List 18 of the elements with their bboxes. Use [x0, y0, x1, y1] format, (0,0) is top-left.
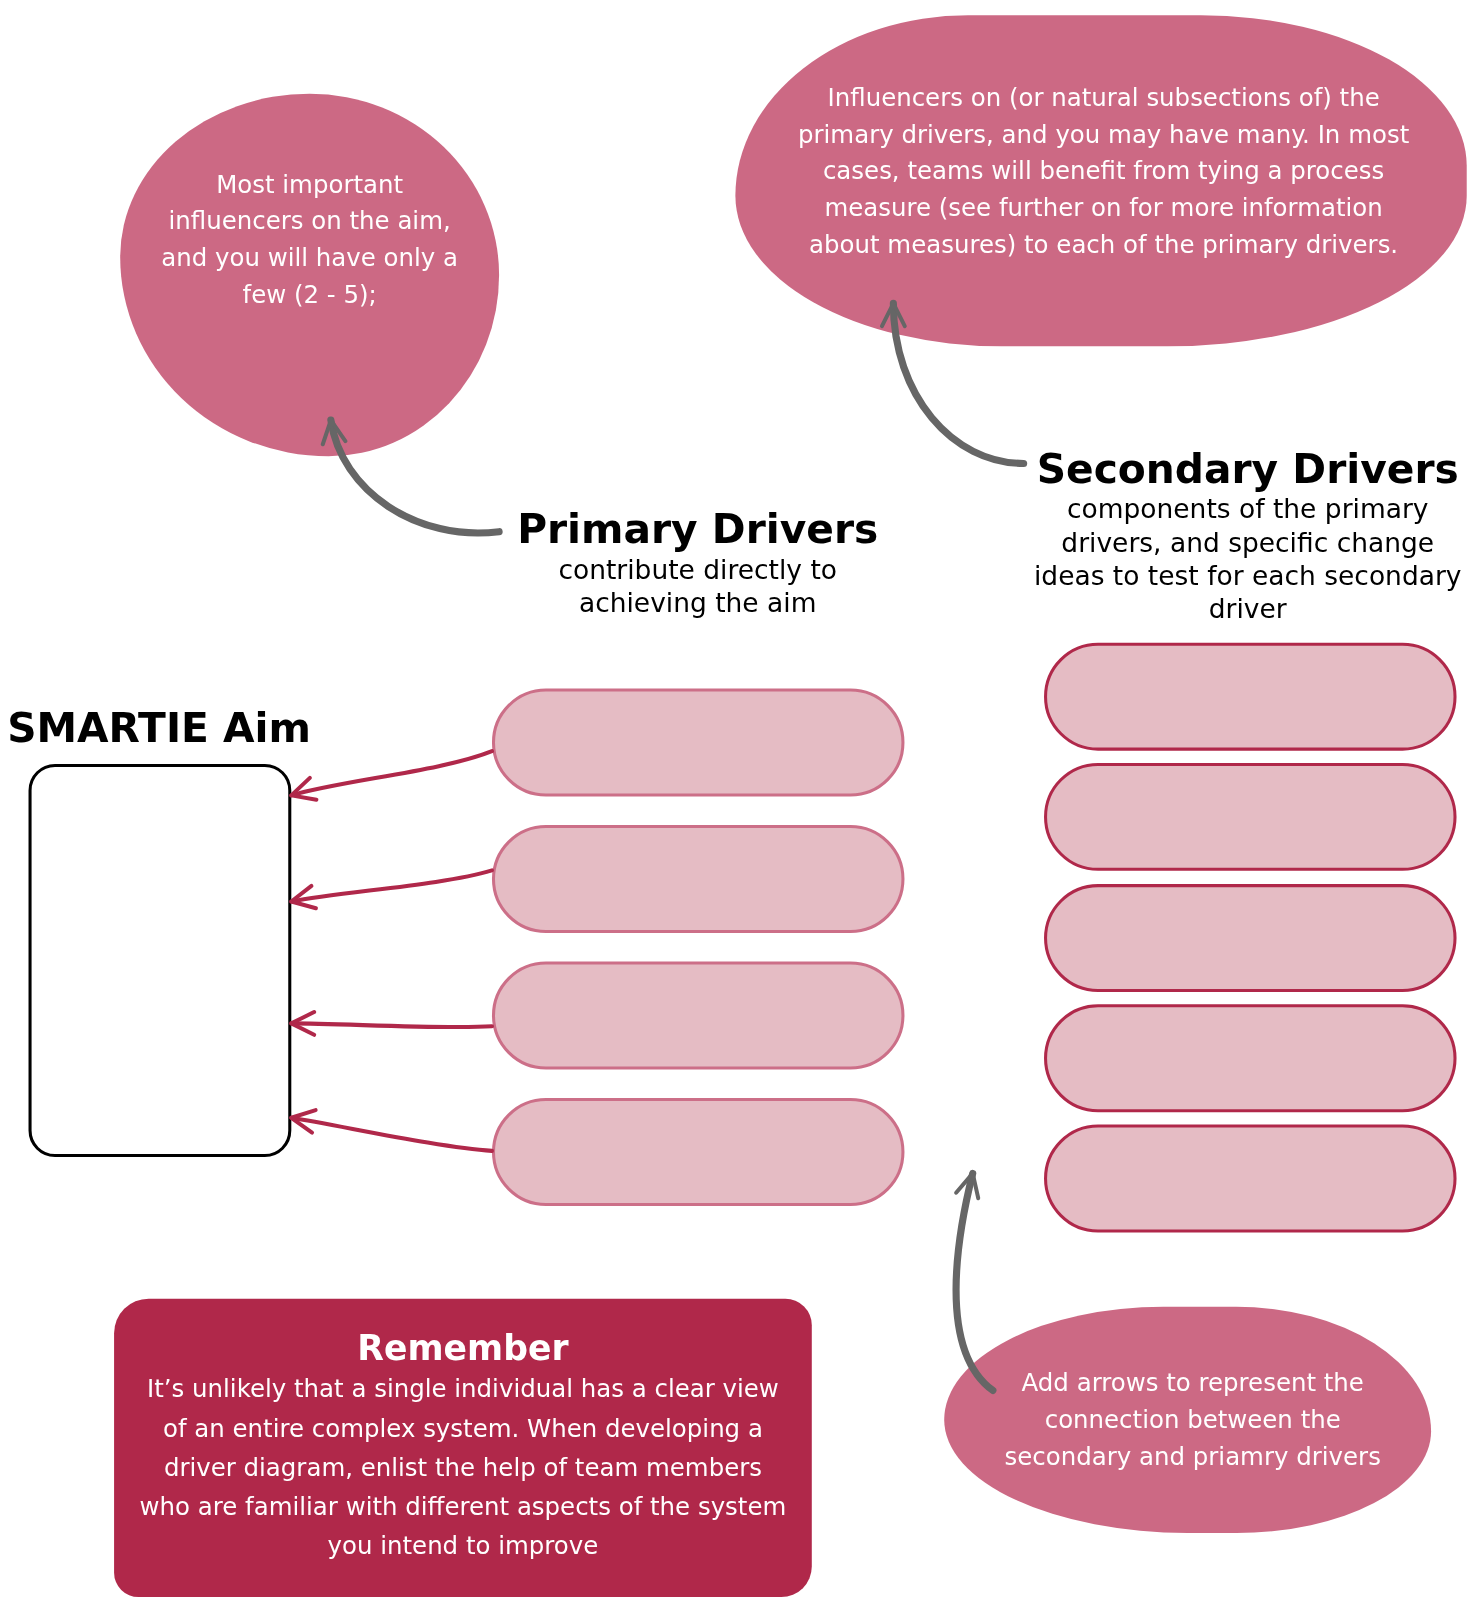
- note-text: It’s unlikely that a single individual has a clear view of an entire complex system. When developing a driver diagram, enlist the help of team members who are familiar with different aspects of the system you intend to improve: [138, 1374, 788, 1563]
- heading: Primary Drivers: [516, 504, 880, 554]
- description: contribute directly to achieving the aim: [557, 553, 838, 620]
- heading: Secondary Drivers: [1035, 444, 1460, 493]
- arrow: [322, 416, 503, 537]
- arrow: [952, 1169, 997, 1395]
- description: components of the primary drivers, and specific change ideas to test for each secondary driver: [1032, 493, 1463, 626]
- note-card: [114, 1298, 812, 1597]
- arrow: [289, 749, 494, 803]
- arrow: [289, 1108, 494, 1153]
- callout-text: Add arrows to represent the connection between the secondary and priamry drivers: [1003, 1367, 1382, 1473]
- heading: SMARTIE Aim: [7, 703, 311, 751]
- note-heading: Remember: [356, 1326, 570, 1370]
- callout-text: Influencers on (or natural subsections of) the primary drivers, and you may have many. In most cases, teams will benefit from tying a process measure (see further on for more information about measures) to each of the primary drivers.: [797, 82, 1411, 261]
- arrow: [289, 1010, 494, 1037]
- callout-text: Most important influencers on the aim, and you will have only a few (2 - 5);: [160, 169, 460, 311]
- arrow: [881, 299, 1028, 467]
- arrow: [289, 868, 494, 911]
